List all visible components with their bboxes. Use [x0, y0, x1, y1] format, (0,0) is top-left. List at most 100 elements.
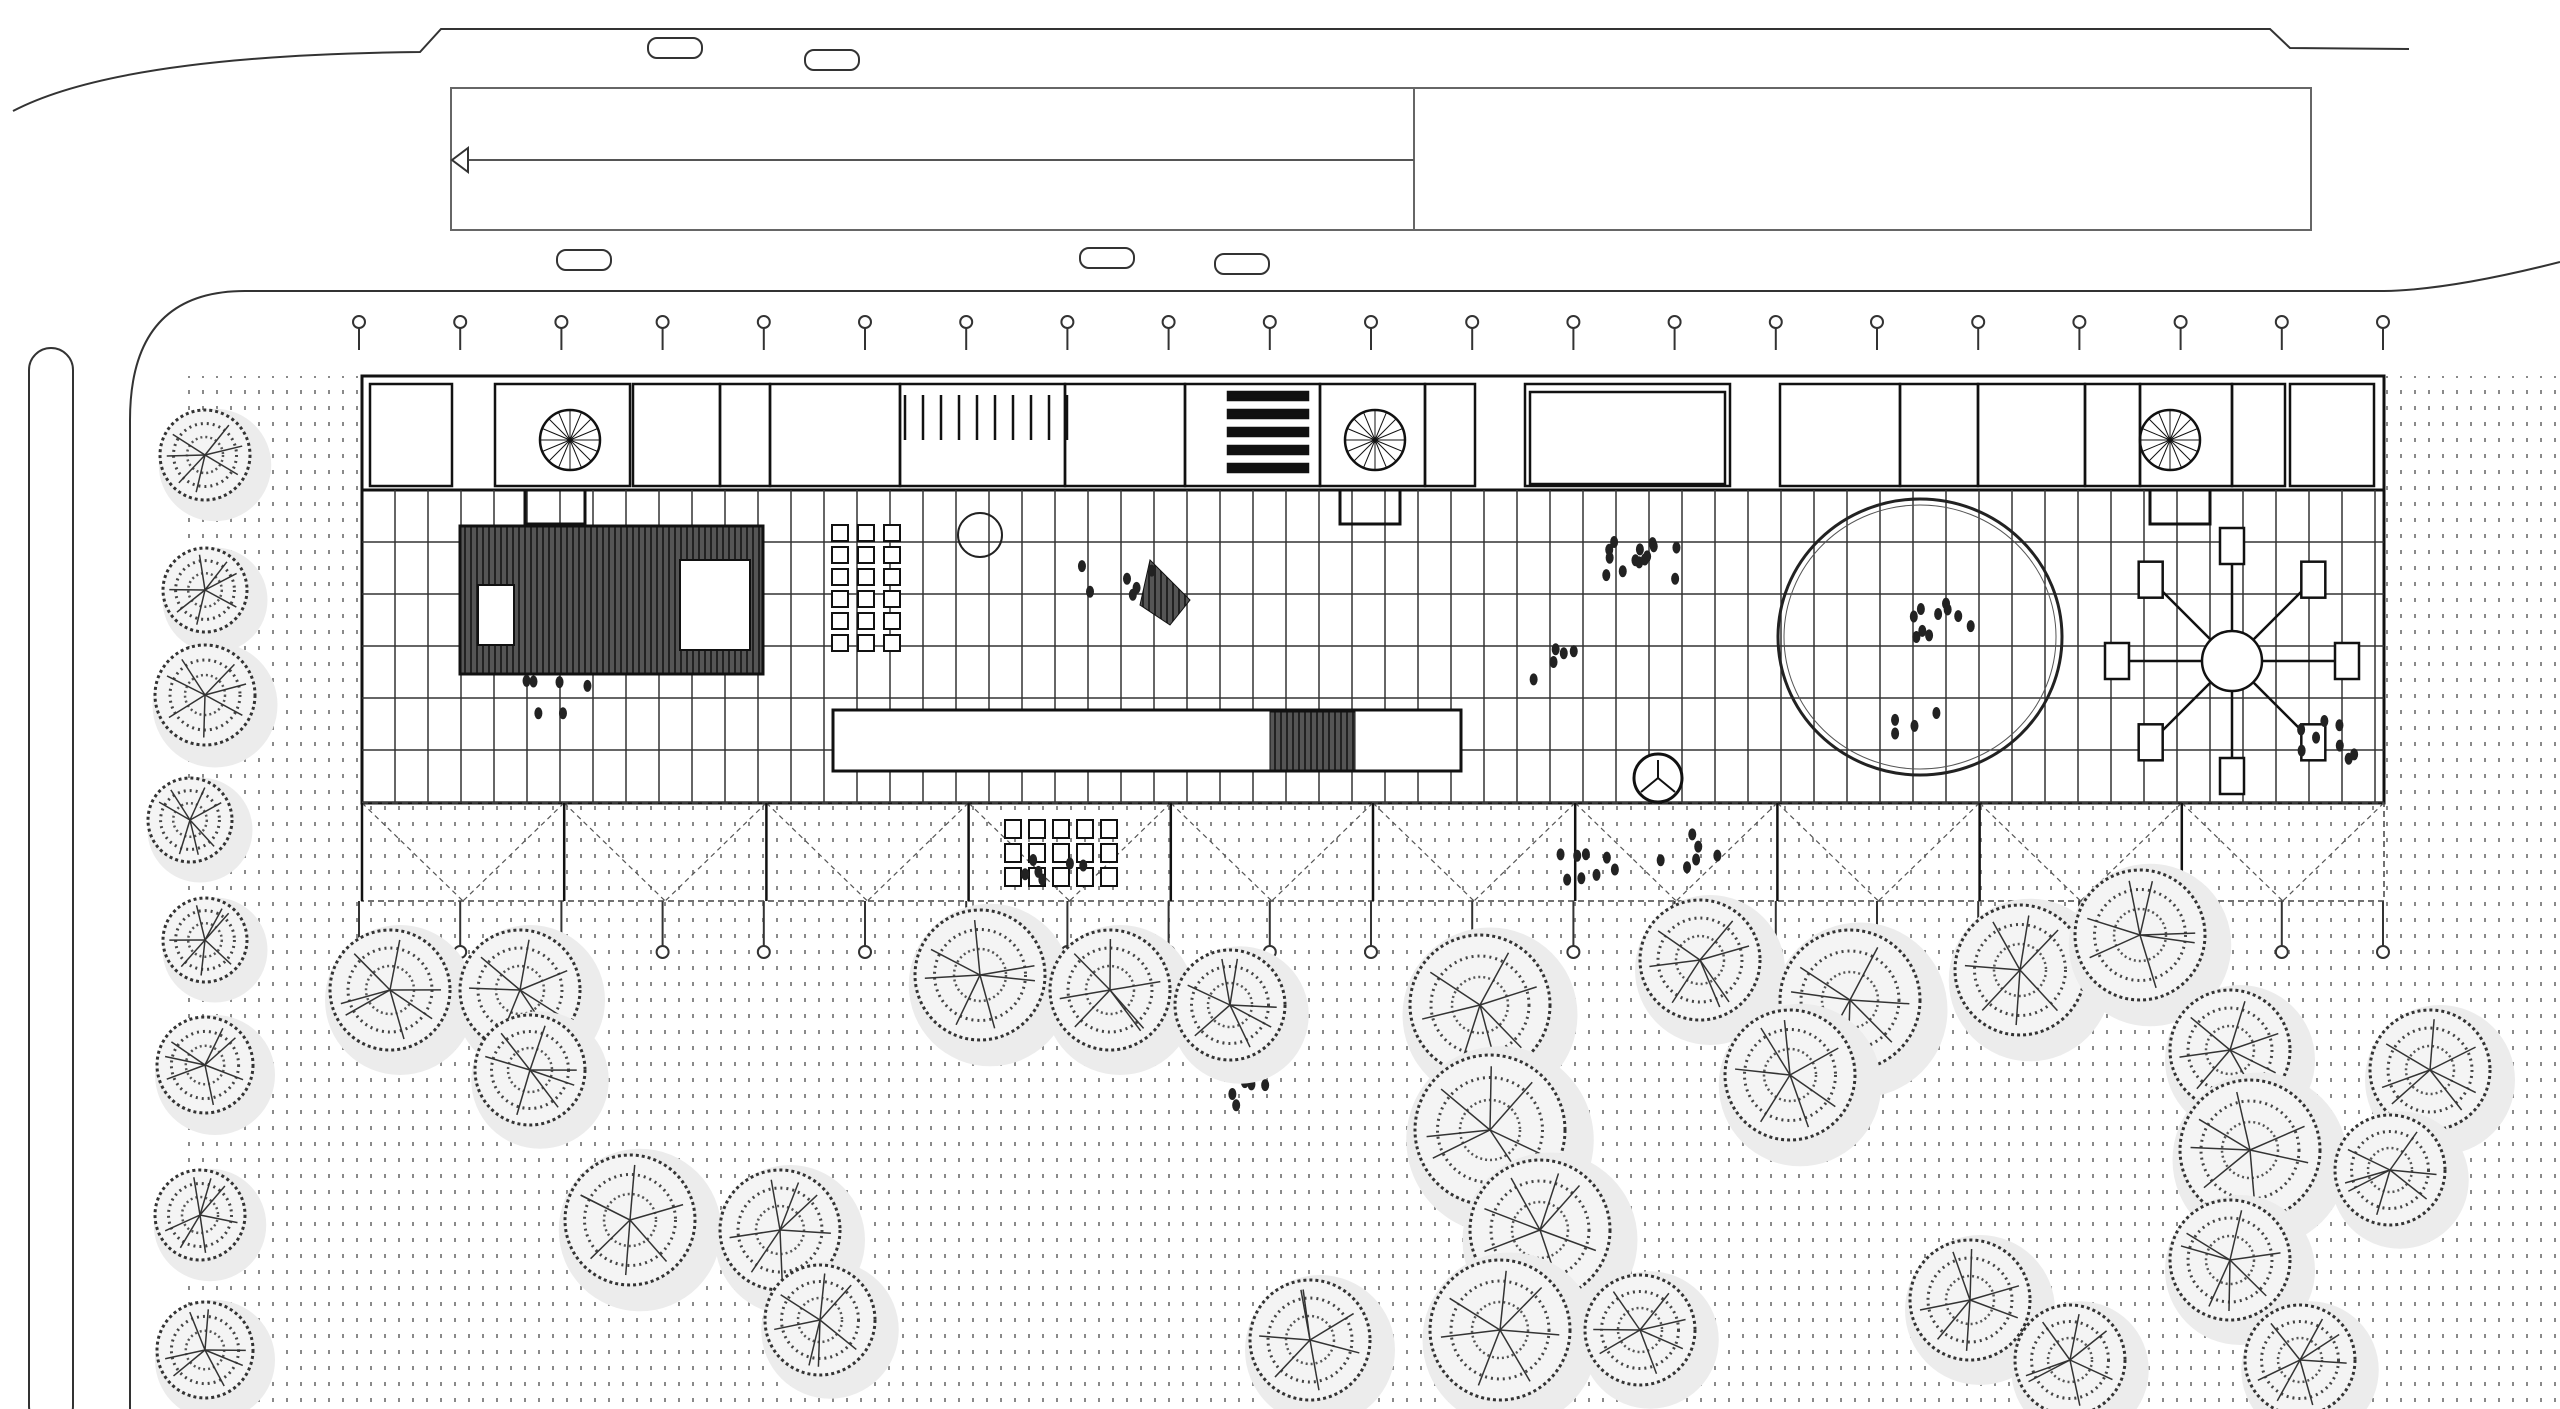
stage-table	[477, 584, 515, 646]
person-icon	[1232, 1099, 1241, 1112]
person-icon	[1577, 872, 1586, 885]
sidewalk-strip	[28, 347, 74, 1409]
tree-branch	[2229, 1252, 2281, 1261]
tree-branch	[1479, 952, 1510, 1006]
tree-branch	[2229, 1210, 2243, 1261]
tree-branch	[181, 658, 206, 696]
tree-canopy-inner	[174, 559, 236, 621]
tree-branch	[979, 964, 1035, 976]
person-icon	[534, 707, 543, 720]
brace	[1574, 802, 1677, 902]
seat	[1052, 819, 1070, 839]
tree-branch	[2299, 1333, 2340, 1361]
stair-step	[1226, 444, 1310, 456]
stair-tread	[1347, 439, 1376, 452]
stair-tread	[1363, 439, 1376, 468]
tree-branch	[1499, 1270, 1507, 1331]
tree-branch	[180, 939, 206, 968]
tree-branch	[2385, 1043, 2431, 1071]
tree-branch	[1981, 969, 2021, 1011]
tree-icon	[1048, 928, 1172, 1052]
tree-canopy-core	[602, 1192, 658, 1248]
tree-canopy-inner	[780, 1280, 860, 1360]
tree-canopy-inner	[172, 422, 238, 488]
tree-canopy-core	[2276, 1336, 2324, 1384]
person-icon	[1671, 572, 1680, 585]
tree-branch	[2347, 1148, 2391, 1171]
tree-branch	[164, 1055, 206, 1066]
tree-branch	[808, 1319, 821, 1366]
tree-canopy-inner	[169, 1029, 241, 1101]
tree-branch	[204, 1064, 215, 1106]
service-rooms	[368, 382, 2376, 526]
brace	[765, 802, 868, 902]
tree-branch	[2429, 1046, 2476, 1071]
person-icon	[1551, 643, 1560, 656]
tree-branch	[204, 1064, 244, 1081]
tree-canopy-core	[2112, 907, 2168, 963]
seat	[1004, 867, 1022, 887]
tree-branch	[2389, 1169, 2437, 1176]
circular-arena	[1776, 497, 2064, 777]
person-icon	[1563, 873, 1572, 886]
person-icon	[583, 679, 592, 692]
tree-branch	[204, 908, 223, 941]
tree-branch	[1422, 1004, 1481, 1020]
stair-step	[1226, 462, 1310, 474]
tree-canopy-inner	[1449, 1279, 1551, 1381]
grid-bubble	[2274, 945, 2289, 959]
tree-branch	[955, 974, 981, 1026]
person-icon	[1228, 1088, 1237, 1101]
tree-branch	[1461, 1004, 1481, 1062]
tree-branch	[729, 1229, 781, 1239]
tree-branch	[624, 1219, 631, 1276]
circular-arena-inner	[1783, 504, 2057, 770]
tree-branch	[590, 1219, 631, 1260]
person-icon	[1573, 849, 1582, 862]
stair-tread	[542, 428, 571, 441]
stair-tread	[2169, 418, 2192, 441]
tree-branch	[204, 663, 235, 696]
tree-branch	[1109, 989, 1142, 1032]
tree-branch	[1657, 930, 1701, 961]
grid-bubble	[1161, 315, 1176, 329]
tree-branch	[2139, 932, 2196, 936]
tree-branch	[1539, 1173, 1560, 1231]
stair-tread	[569, 412, 582, 441]
tree-branch	[2089, 934, 2141, 959]
tree-icon	[158, 408, 252, 502]
person-icon	[1909, 610, 1918, 623]
tree-canopy-core	[1084, 964, 1136, 1016]
tree-branch	[2179, 1049, 2231, 1058]
grid-bubble	[858, 315, 872, 329]
tree-branch	[2391, 1069, 2431, 1105]
tree-branch	[204, 424, 230, 456]
tree-branch	[1449, 1297, 1501, 1331]
carousel-seat	[2333, 641, 2361, 681]
tree-branch	[178, 819, 191, 855]
tree-branch	[199, 1214, 238, 1224]
grid-bubble	[756, 945, 771, 959]
tree-branch	[500, 1032, 531, 1071]
tree-canopy-core	[1470, 1300, 1530, 1360]
person-icon	[1631, 554, 1640, 567]
seat	[831, 590, 849, 608]
grid-bubble	[858, 945, 872, 959]
tree-branch	[1229, 1004, 1251, 1048]
tree-branch	[480, 956, 521, 991]
parked-cars	[556, 37, 1270, 275]
tree-branch	[1789, 1074, 1810, 1128]
tree-branch	[2019, 929, 2059, 971]
tree-canopy-inner	[159, 789, 221, 851]
tree-branch	[345, 989, 391, 1016]
seat	[1004, 843, 1022, 863]
tree-branch	[1849, 999, 1893, 1043]
tree-canopy-inner	[2186, 1216, 2274, 1304]
tree-branch	[164, 1349, 206, 1360]
tree-branch	[1699, 959, 1730, 1003]
tree-branch	[200, 939, 206, 976]
person-icon	[1640, 553, 1649, 566]
tree-branch	[2299, 1318, 2324, 1361]
tree-branch	[750, 1229, 781, 1273]
